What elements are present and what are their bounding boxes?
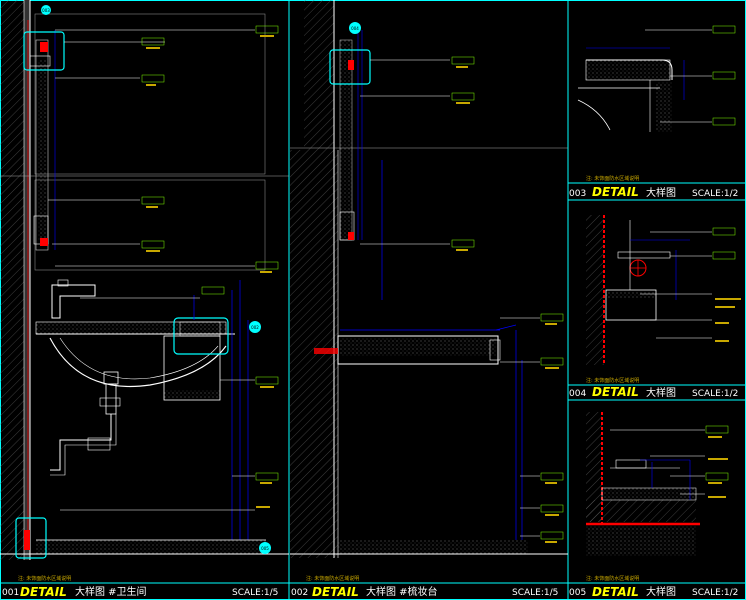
note-002: 注: 未饰面防水区域说明 <box>306 575 359 582</box>
detail-number-003: 003 <box>569 189 586 199</box>
detail-name-001: 大样图 #卫生间 <box>75 585 147 598</box>
title-block-001: 注: 未饰面防水区域说明 001 DETAIL 大样图 #卫生间 SCALE:1… <box>2 575 278 599</box>
detail-name-003: 大样图 <box>646 186 676 199</box>
detail-003-drawing <box>577 25 736 132</box>
detail-scale-001: SCALE:1/5 <box>232 588 278 598</box>
detail-004-drawing <box>586 215 741 365</box>
detail-scale-003: SCALE:1/2 <box>692 189 738 199</box>
detail-name-005: 大样图 <box>646 585 676 598</box>
detail-label-001: DETAIL <box>20 585 67 599</box>
callout-005: 005 <box>261 546 269 551</box>
callout-002: 002 <box>251 325 259 330</box>
callout-004: 004 <box>351 26 359 31</box>
detail-scale-002: SCALE:1/5 <box>512 588 558 598</box>
detail-002-drawing <box>290 0 568 558</box>
title-block-004: 注: 未饰面防水区域说明 004 DETAIL 大样图 SCALE:1/2 <box>569 377 738 399</box>
note-003: 注: 未饰面防水区域说明 <box>586 175 639 182</box>
detail-number-005: 005 <box>569 588 586 598</box>
detail-label-002: DETAIL <box>312 585 359 599</box>
detail-005-drawing <box>586 412 729 556</box>
detail-name-004: 大样图 <box>646 386 676 399</box>
detail-number-004: 004 <box>569 389 586 399</box>
detail-001-drawing <box>0 0 289 560</box>
detail-number-001: 001 <box>2 588 19 598</box>
title-block-003: 注: 未饰面防水区域说明 003 DETAIL 大样图 SCALE:1/2 <box>569 175 738 199</box>
detail-name-002: 大样图 #梳妆台 <box>366 585 438 598</box>
callout-003: 003 <box>42 8 50 13</box>
note-005: 注: 未饰面防水区域说明 <box>586 575 639 582</box>
detail-scale-004: SCALE:1/2 <box>692 389 738 399</box>
title-block-002: 注: 未饰面防水区域说明 002 DETAIL 大样图 #梳妆台 SCALE:1… <box>291 575 558 599</box>
detail-label-004: DETAIL <box>592 385 639 399</box>
detail-scale-005: SCALE:1/2 <box>692 588 738 598</box>
title-block-005: 注: 未饰面防水区域说明 005 DETAIL 大样图 SCALE:1/2 <box>569 575 738 599</box>
detail-label-003: DETAIL <box>592 185 639 199</box>
detail-number-002: 002 <box>291 588 308 598</box>
note-001: 注: 未饰面防水区域说明 <box>18 575 71 582</box>
detail-label-005: DETAIL <box>592 585 639 599</box>
note-004: 注: 未饰面防水区域说明 <box>586 377 639 384</box>
